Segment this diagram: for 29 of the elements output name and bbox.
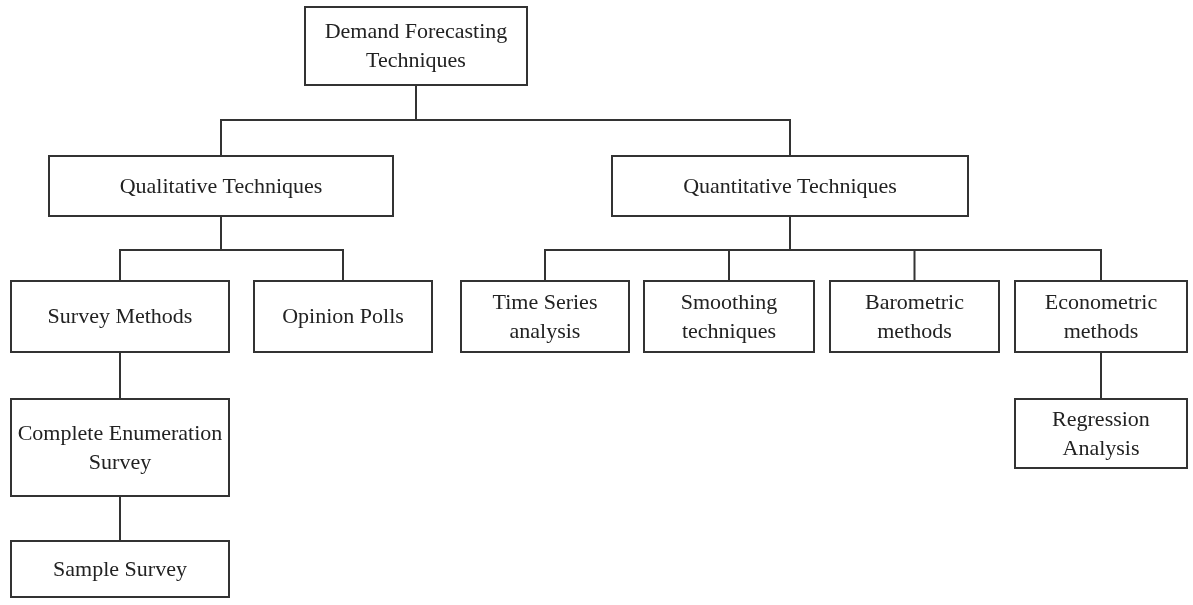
node-label: Regression Analysis — [1051, 404, 1151, 462]
node-label: Qualitative Techniques — [119, 171, 323, 200]
connector-line — [119, 496, 121, 541]
connector-line — [119, 352, 121, 399]
node-label: Demand Forecasting Techniques — [323, 17, 509, 74]
process-box — [304, 6, 528, 86]
process-box — [829, 280, 1000, 353]
connector-line — [789, 216, 1102, 281]
node-label: Sample Survey — [53, 554, 187, 583]
process-box — [611, 155, 969, 217]
node-label: Opinion Polls — [282, 302, 404, 331]
process-box — [10, 280, 230, 353]
process-box — [10, 540, 230, 598]
node-label: Complete Enumeration Survey — [16, 418, 224, 476]
connector-line — [220, 216, 344, 281]
connector-line — [1100, 352, 1102, 399]
node-label: Smoothing techniques — [679, 287, 779, 345]
process-box — [643, 280, 815, 353]
process-box — [253, 280, 433, 353]
process-box — [48, 155, 394, 217]
node-label: Survey Methods — [47, 302, 193, 331]
node-label: Econometric methods — [1043, 287, 1159, 345]
node-label: Quantitative Techniques — [683, 171, 897, 200]
node-label: Barometric methods — [864, 287, 965, 345]
process-box — [1014, 280, 1188, 353]
process-box — [460, 280, 630, 353]
node-label: Time Series analysis — [491, 287, 599, 345]
process-box — [1014, 398, 1188, 469]
process-box — [10, 398, 230, 497]
